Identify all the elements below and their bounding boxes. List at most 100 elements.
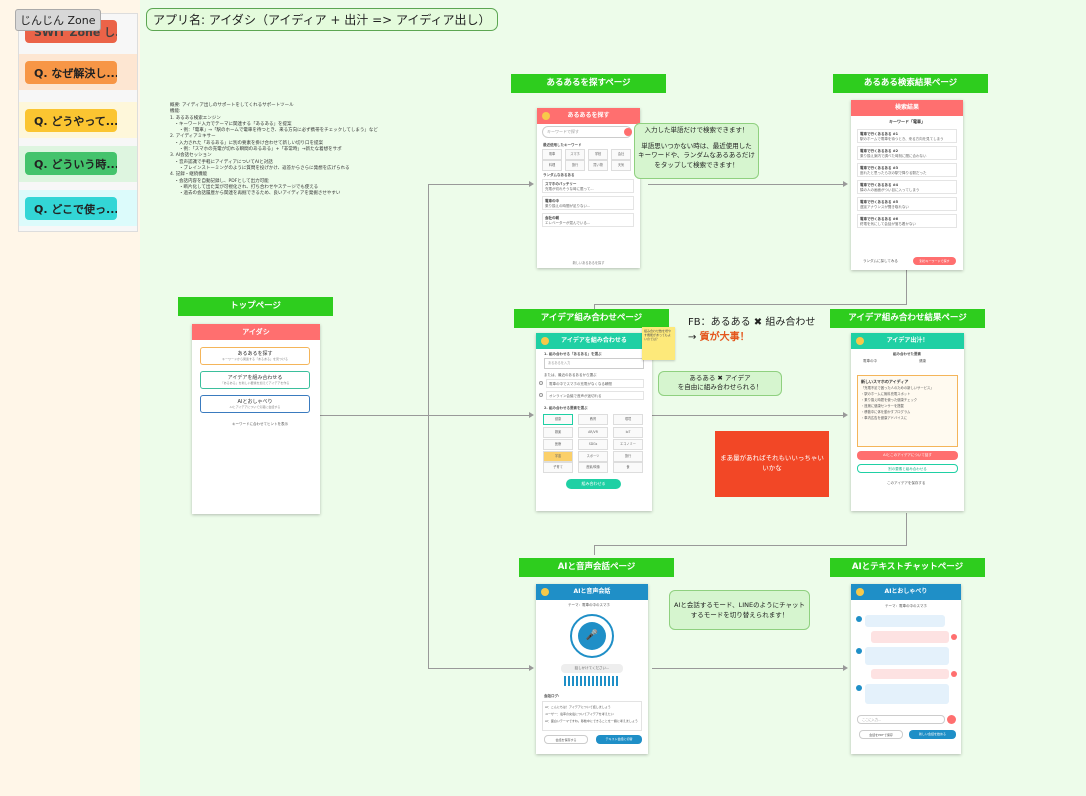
element-chip[interactable]: 宇宙 [543, 451, 573, 462]
random-card[interactable]: 電車の中乗り換えの時間が足りない... [542, 196, 634, 210]
element-chip[interactable]: 食 [613, 462, 643, 473]
results-header: 検索結果 [851, 100, 963, 116]
formula-right: 健康 [919, 359, 926, 363]
send-icon[interactable] [947, 715, 956, 724]
app-title[interactable]: アプリ名: アイダシ（アイディア + 出汁 => アイディア出し） [146, 8, 498, 31]
chip[interactable]: スマホ [565, 149, 585, 160]
section-combine[interactable]: アイデア組み合わせページ [514, 309, 669, 328]
chat-page-mock: AIとおしゃべり テーマ：電車の中のスマホ ここに入力... 会話をPDFで保存… [851, 584, 961, 754]
zone-label[interactable]: じんじん Zone [15, 9, 101, 31]
connector [428, 184, 531, 185]
waveform [564, 676, 620, 686]
combine-option[interactable]: 電車の中でスマホの充電がなくなる瞬間 [546, 379, 644, 388]
element-chip[interactable]: エコノミー [613, 439, 643, 450]
element-chip[interactable]: AR/VR [578, 427, 608, 438]
chat-input[interactable]: ここに入力... [857, 715, 945, 724]
connector [652, 668, 845, 669]
voice-save-button[interactable]: 会話を保存する [544, 735, 588, 744]
element-chip[interactable]: 子育て [543, 462, 573, 473]
logo-icon [541, 337, 549, 345]
element-chip[interactable]: 環境 [613, 414, 643, 425]
side-item-when[interactable]: Q. どういう時... [25, 152, 117, 175]
arrow-head [843, 412, 848, 418]
feedback-note[interactable]: FB：あるある ✖ 組み合わせ → 質が大事！ [688, 317, 816, 343]
note-red[interactable]: まあ量があればそれもいいっちゃいいかな [715, 431, 829, 497]
element-chip[interactable]: 教育 [578, 414, 608, 425]
combine-button[interactable]: 組み合わせる [566, 479, 621, 489]
arrow-head [529, 665, 534, 671]
random-card[interactable]: スマホのバッテリー充電が切れそうな時に限って... [542, 179, 634, 193]
ai-avatar [856, 685, 862, 691]
radio[interactable] [539, 393, 543, 397]
section-top[interactable]: トップページ [178, 297, 333, 316]
switch-text-button[interactable]: テキスト会話に切替 [596, 735, 642, 744]
search-footer[interactable]: 新しいあるあるを探す [572, 261, 605, 265]
ai-bubble [865, 647, 949, 665]
combine-option[interactable]: オンライン会議で音声が途切れる [546, 391, 644, 400]
radio[interactable] [539, 381, 543, 385]
chat-pdf-button[interactable]: 会話をPDFで保存 [859, 730, 903, 739]
search-header: あるあるを探す [537, 108, 640, 124]
chip[interactable]: 電車 [542, 149, 562, 160]
element-chip[interactable]: IoT [613, 427, 643, 438]
note-voice[interactable]: AIと会話するモード、LINEのようにチャットするモードを切り替えられます！ [669, 590, 810, 630]
chip[interactable]: 料理 [542, 160, 562, 171]
connector [906, 270, 907, 304]
top-btn-ai[interactable]: AIとおしゃべり AIとアイデアについて気軽に会話する [200, 395, 310, 413]
new-chat-button[interactable]: 新しい会話を始める [909, 730, 956, 739]
recent-label: 最近使用したキーワード [543, 143, 582, 147]
sticky-note[interactable]: 組み合わせ数を増やす機能があってもよいのでは？ [642, 327, 675, 360]
side-item-where[interactable]: Q. どこで使っ... [25, 197, 117, 220]
talk-ai-button[interactable]: AIとこのアイデアについて話す [857, 451, 958, 460]
results-new-keyword-button[interactable]: 別のキーワードで探す [913, 257, 956, 265]
element-chip[interactable]: 健康 [543, 414, 573, 425]
mic-icon[interactable]: 🎤 [578, 622, 606, 650]
voice-topic: テーマ：電車の中のスマホ [568, 603, 610, 607]
formula-left: 電車の中 [863, 359, 877, 363]
arrow-head [529, 412, 534, 418]
connector [648, 184, 845, 185]
section-results[interactable]: あるある検索結果ページ [833, 74, 988, 93]
side-item-how[interactable]: Q. どうやって... [25, 109, 117, 132]
top-btn-search[interactable]: あるあるを探す キーワードから関連する「あるある」を見つける [200, 347, 310, 365]
section-search[interactable]: あるあるを探すページ [511, 74, 666, 93]
section-voice[interactable]: AIと音声会話ページ [519, 558, 674, 577]
section-chat[interactable]: AIとテキストチャットページ [830, 558, 985, 577]
save-idea-button[interactable]: このアイデアを保存する [887, 481, 926, 485]
top-btn-combine[interactable]: アイデアを組み合わせる 「あるある」を新しい要素を加えてアイデアを作る [200, 371, 310, 389]
chip[interactable]: 会社 [611, 149, 631, 160]
side-item-why[interactable]: Q. なぜ解決し... [25, 61, 117, 84]
arrow-head [843, 665, 848, 671]
top-page-mock: アイダシ あるあるを探す キーワードから関連する「あるある」を見つける アイデア… [192, 324, 320, 514]
search-icon[interactable] [624, 128, 632, 136]
element-chip[interactable]: 旅行 [613, 451, 643, 462]
conversation-log: AI：こんにちは！アイデアについて話しましょう ユーザー：電車の充電についてアイ… [542, 701, 642, 731]
note-combine[interactable]: あるある ✖ アイデアを自由に組み合わせられる！ [658, 371, 782, 396]
chip[interactable]: 学校 [588, 149, 608, 160]
chip[interactable]: 旅行 [565, 160, 585, 171]
element-chip[interactable]: 医療 [543, 439, 573, 450]
recombine-button[interactable]: 別の要素と組み合わせる [857, 464, 958, 473]
search-input[interactable]: キーワードで探す [542, 126, 632, 138]
section-combine-result[interactable]: アイデア組み合わせ結果ページ [830, 309, 985, 328]
ai-bubble [865, 684, 949, 704]
combine-input[interactable]: あるあるを入力 [544, 358, 644, 369]
results-random-button[interactable]: ランダムに探してみる [863, 259, 898, 263]
random-card[interactable]: 会社の朝エレベーターが混んでいる... [542, 213, 634, 227]
element-chip[interactable]: 娯楽 [543, 427, 573, 438]
chip[interactable]: 買い物 [588, 160, 608, 171]
user-avatar [951, 671, 957, 677]
combine-result-header: アイデア出汁！ [851, 333, 964, 349]
chip[interactable]: 天気 [611, 160, 631, 171]
element-chip[interactable]: 音楽/映像 [578, 462, 608, 473]
element-chip[interactable]: SDGs [578, 439, 608, 450]
element-chip[interactable]: スポーツ [578, 451, 608, 462]
voice-header: AIと音声会話 [536, 584, 648, 600]
note-search[interactable]: 入力した単語だけで検索できます！単語思いつかない時は、最近使用したキーワードや、… [634, 123, 759, 179]
